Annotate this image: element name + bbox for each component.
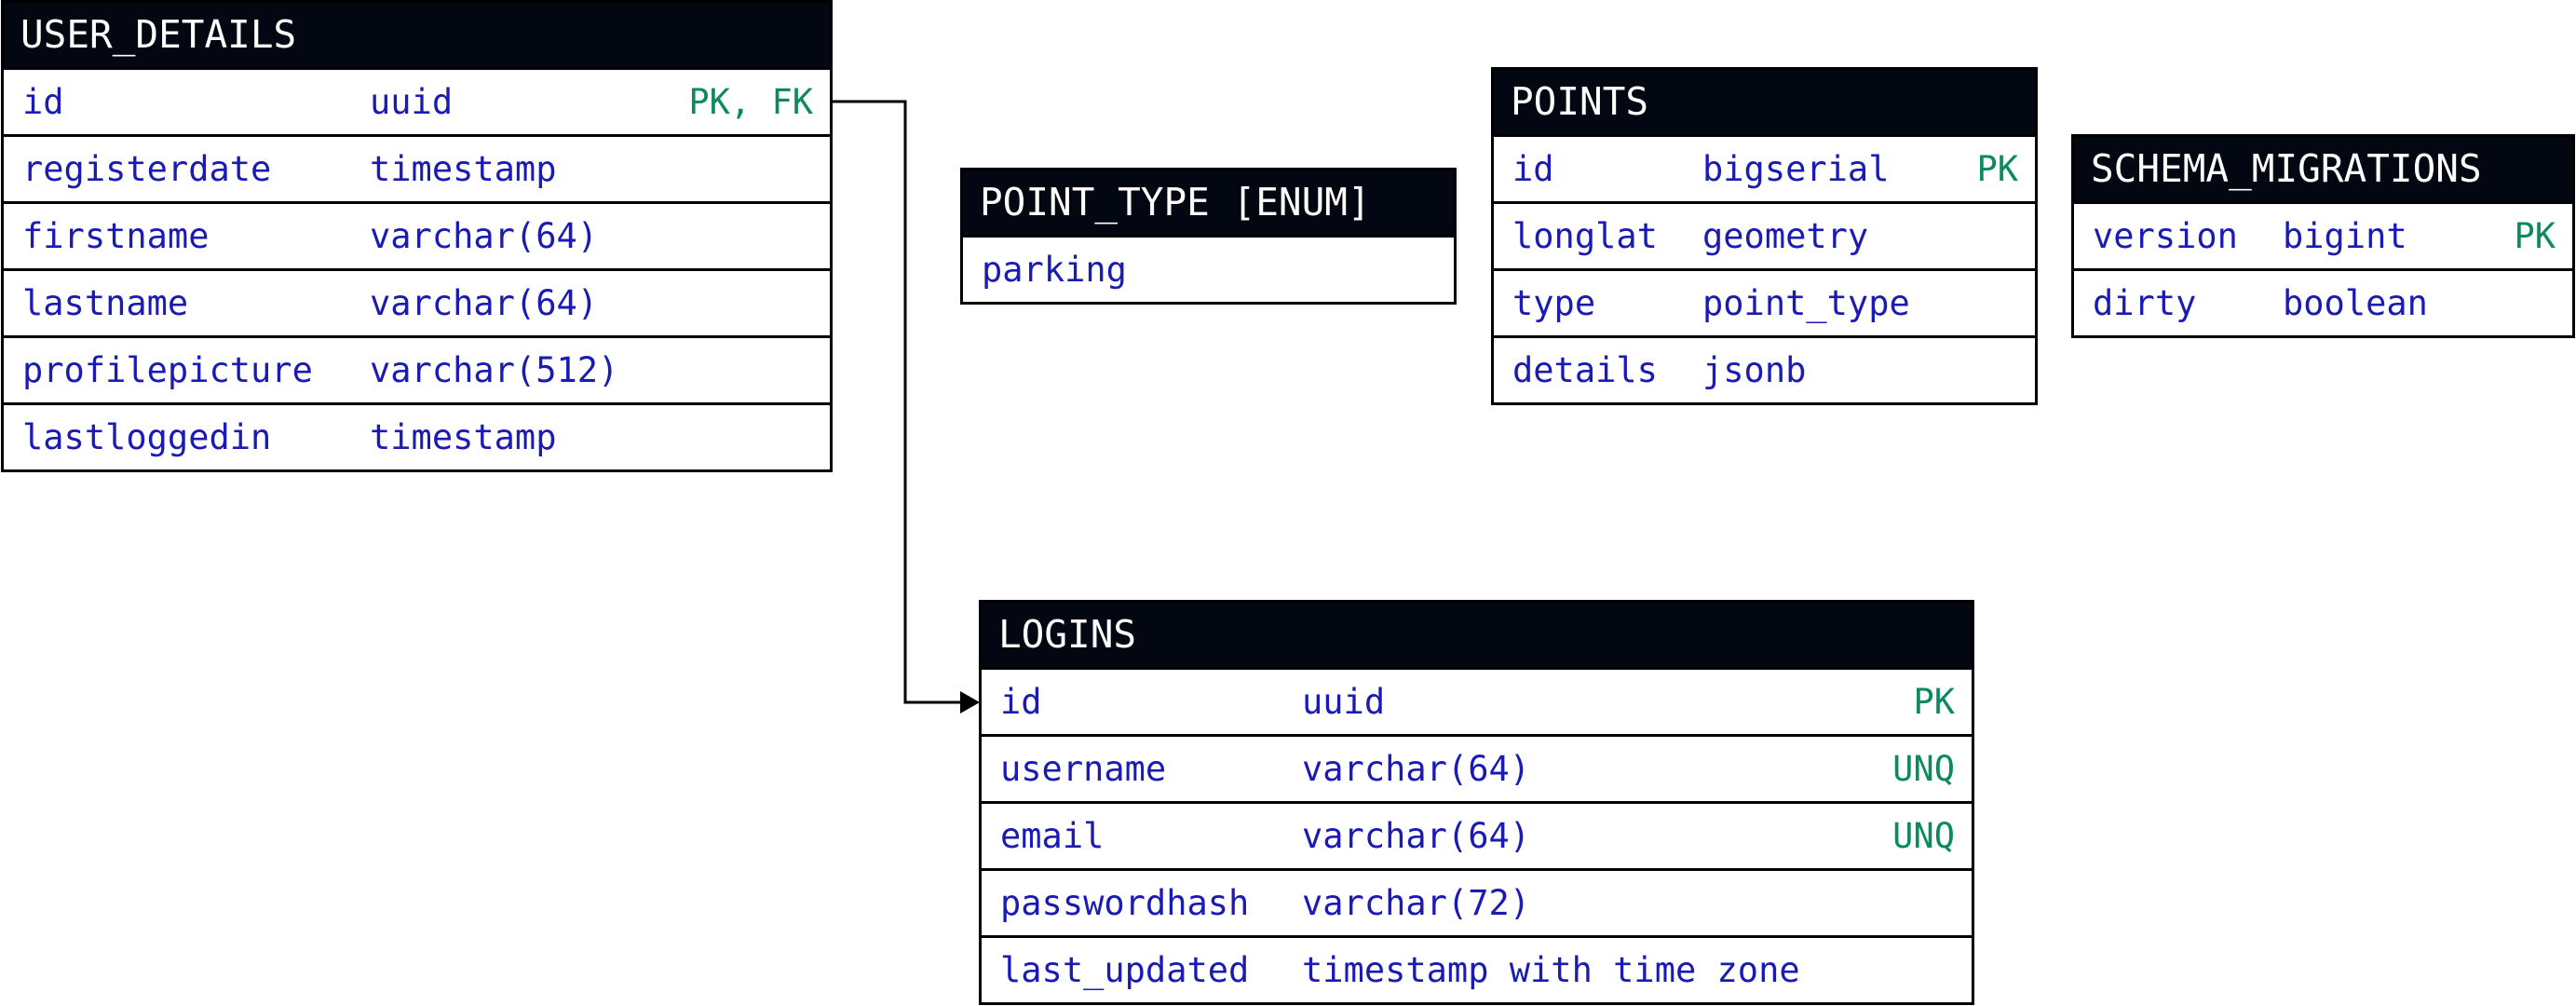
column-row: details jsonb [1494, 335, 2035, 402]
column-row: type point_type [1494, 268, 2035, 335]
column-row: dirty boolean [2074, 268, 2572, 335]
column-name: id [1512, 149, 1554, 189]
column-row: version bigint PK [2074, 201, 2572, 268]
column-type: geometry [1702, 216, 1869, 256]
column-row: id uuid PK [982, 667, 1972, 734]
entity-schema-migrations[interactable]: SCHEMA_MIGRATIONS version bigint PK dirt… [2071, 134, 2575, 338]
column-row: lastloggedin timestamp [4, 402, 830, 469]
column-type: point_type [1702, 283, 1910, 323]
column-type: varchar(72) [1302, 883, 1531, 923]
column-name: passwordhash [1000, 883, 1250, 923]
column-name: username [1000, 749, 1167, 789]
relationship-arrowhead [960, 691, 980, 714]
column-type: boolean [2283, 283, 2428, 323]
entity-point-type[interactable]: POINT_TYPE [ENUM] parking [960, 168, 1457, 305]
column-key: PK [1913, 682, 1955, 722]
column-type: varchar(64) [370, 283, 599, 323]
column-type: varchar(64) [1302, 749, 1531, 789]
column-row: registerdate timestamp [4, 134, 830, 201]
column-row: firstname varchar(64) [4, 201, 830, 268]
column-row: profilepicture varchar(512) [4, 335, 830, 402]
entity-title: POINTS [1494, 70, 2035, 134]
column-name: version [2093, 216, 2238, 256]
column-name: id [22, 82, 64, 122]
column-name: id [1000, 682, 1042, 722]
column-type: uuid [370, 82, 454, 122]
column-row: email varchar(64) UNQ [982, 801, 1972, 868]
column-row: passwordhash varchar(72) [982, 868, 1972, 935]
column-type: bigint [2283, 216, 2407, 256]
column-type: uuid [1302, 682, 1386, 722]
column-name: firstname [22, 216, 210, 256]
column-name: dirty [2093, 283, 2197, 323]
column-name: details [1512, 350, 1658, 390]
column-key: PK [1976, 149, 2018, 189]
entity-title: POINT_TYPE [ENUM] [963, 170, 1454, 235]
entity-logins[interactable]: LOGINS id uuid PK username varchar(64) U… [979, 600, 1974, 1005]
column-name: type [1512, 283, 1596, 323]
column-key: UNQ [1892, 749, 1955, 789]
column-name: longlat [1512, 216, 1658, 256]
column-row: parking [963, 235, 1454, 302]
column-type: varchar(64) [370, 216, 599, 256]
entity-points[interactable]: POINTS id bigserial PK longlat geometry … [1491, 67, 2038, 405]
column-row: id uuid PK, FK [4, 67, 830, 134]
column-row: username varchar(64) UNQ [982, 734, 1972, 801]
entity-user-details[interactable]: USER_DETAILS id uuid PK, FK registerdate… [1, 0, 833, 472]
column-row: lastname varchar(64) [4, 268, 830, 335]
column-name: lastloggedin [22, 417, 272, 457]
column-row: longlat geometry [1494, 201, 2035, 268]
column-type: jsonb [1702, 350, 1807, 390]
column-name: registerdate [22, 149, 272, 189]
column-type: timestamp [370, 417, 557, 457]
column-name: last_updated [1000, 950, 1250, 990]
entity-title: USER_DETAILS [4, 3, 830, 67]
entity-title: LOGINS [982, 603, 1972, 667]
column-name: lastname [22, 283, 189, 323]
column-type: bigserial [1702, 149, 1890, 189]
column-type: varchar(512) [370, 350, 619, 390]
column-row: last_updated timestamp with time zone [982, 935, 1972, 1002]
column-type: varchar(64) [1302, 816, 1531, 856]
column-name: email [1000, 816, 1105, 856]
column-key: UNQ [1892, 816, 1955, 856]
column-row: id bigserial PK [1494, 134, 2035, 201]
column-key: PK, FK [688, 82, 813, 122]
column-type: timestamp with time zone [1302, 950, 1800, 990]
column-name: parking [982, 250, 1127, 290]
relationship-line [831, 100, 962, 704]
column-type: timestamp [370, 149, 557, 189]
entity-title: SCHEMA_MIGRATIONS [2074, 137, 2572, 201]
column-name: profilepicture [22, 350, 313, 390]
column-key: PK [2514, 216, 2556, 256]
